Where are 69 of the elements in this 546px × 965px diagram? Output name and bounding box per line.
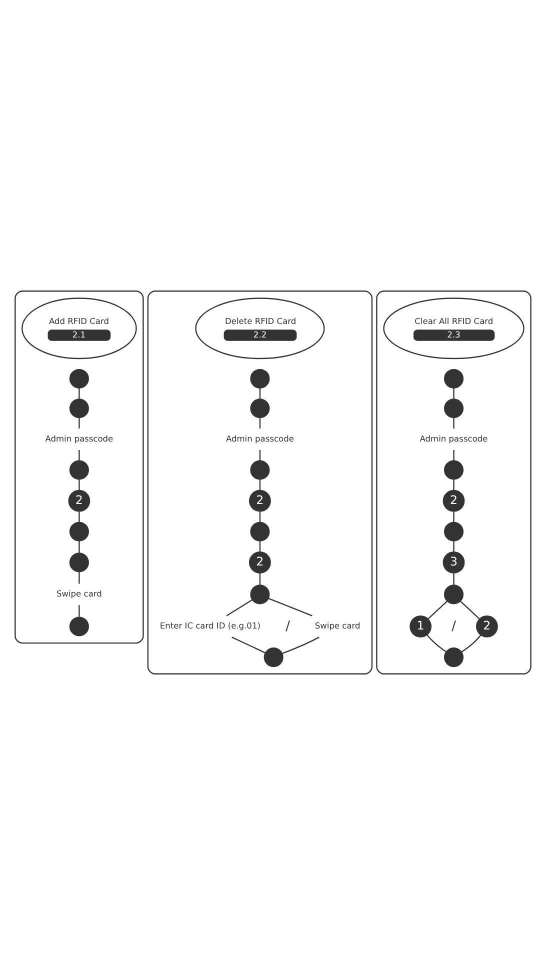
node-text: Admin passcode [420, 433, 488, 444]
node-text: Admin passcode [45, 433, 114, 444]
node-circle [444, 648, 464, 668]
cluster [376, 290, 532, 674]
connector [268, 598, 312, 616]
node-circle [444, 460, 464, 480]
connector [259, 541, 261, 552]
connector [259, 512, 261, 522]
node-circle [250, 368, 270, 388]
node-circle: 2 [476, 616, 498, 638]
connector [428, 600, 448, 620]
connector [259, 450, 261, 460]
connector [78, 418, 80, 428]
node-circle [444, 584, 464, 604]
connector [232, 636, 266, 654]
label: / [286, 618, 290, 634]
connector [259, 418, 261, 428]
node-text: Enter IC card ID (e.g.01) [160, 620, 260, 631]
connector [259, 573, 261, 585]
node-circle [69, 460, 89, 480]
cluster [14, 290, 144, 644]
node-circle [444, 522, 464, 542]
node-circle [69, 368, 89, 388]
connector [78, 572, 80, 584]
node-ellipse: Add RFID Card 2.1 [22, 298, 137, 360]
connector [460, 600, 480, 620]
label: / [452, 618, 456, 634]
connector [282, 636, 320, 654]
node-circle [250, 398, 270, 418]
connector [453, 418, 454, 428]
node-circle [444, 398, 464, 418]
node-circle: 2 [68, 490, 90, 512]
connector [453, 450, 454, 460]
connector [78, 541, 80, 553]
connector [461, 634, 482, 652]
connector [453, 541, 454, 552]
node-circle [250, 522, 270, 542]
node-circle [250, 460, 270, 480]
connector [426, 634, 446, 652]
node-circle [444, 368, 464, 388]
node-circle: 2 [249, 490, 271, 512]
node-circle [250, 584, 270, 604]
connector [226, 600, 252, 616]
connector [78, 388, 80, 399]
connector [453, 573, 454, 585]
connector [259, 479, 261, 490]
connector [453, 388, 454, 399]
node-circle [264, 648, 284, 668]
connector [78, 512, 80, 522]
node-text: Swipe card [314, 620, 360, 631]
node-circle [69, 552, 89, 572]
node-circle: 3 [442, 552, 465, 574]
node-ellipse: Delete RFID Card 2.2 [195, 298, 325, 360]
node-circle [69, 616, 89, 636]
connector [78, 479, 80, 490]
node-text: Admin passcode [226, 433, 294, 444]
node-text: Swipe card [56, 588, 102, 599]
connector [78, 605, 80, 617]
cluster [147, 290, 373, 674]
connector [453, 512, 454, 522]
node-circle [69, 398, 89, 418]
node-ellipse: Clear All RFID Card 2.3 [383, 298, 524, 360]
node-circle [69, 522, 89, 542]
connector [453, 479, 454, 490]
node-circle: 2 [442, 490, 465, 512]
connector [78, 450, 80, 460]
node-circle: 2 [249, 552, 271, 574]
connector [259, 388, 261, 399]
node-circle: 1 [410, 616, 432, 638]
